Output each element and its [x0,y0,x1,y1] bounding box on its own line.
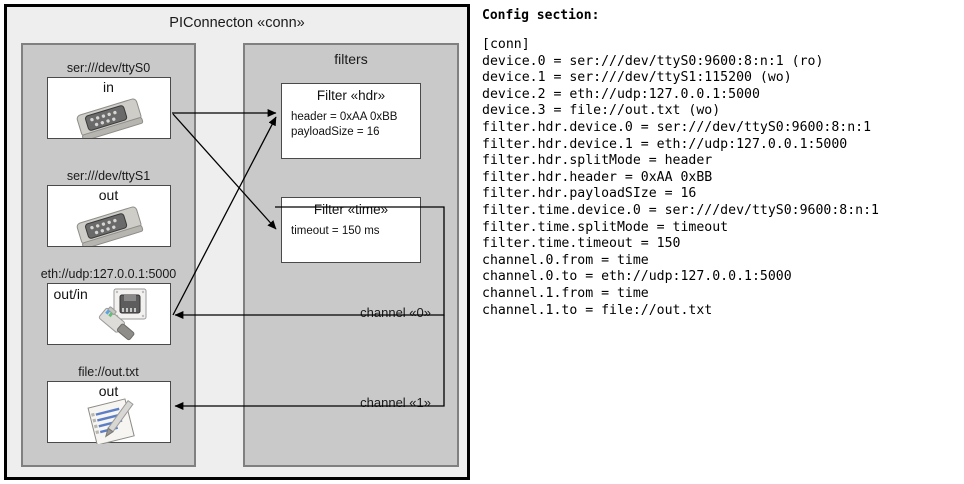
device-node-ttyS0[interactable]: in [46,77,171,139]
device-group-file: file://out.txt out [23,365,194,444]
filter-properties: header = 0xAA 0xBB payloadSize = 16 [291,110,397,140]
filters-panel: filters Filter «hdr» header = 0xAA 0xBB … [243,43,459,467]
device-node-file[interactable]: out [46,381,171,444]
device-node-eth[interactable]: out/in [46,283,171,345]
device-caption: file://out.txt [78,365,139,379]
device-caption: ser:///dev/ttyS0 [66,61,151,75]
filter-node-time[interactable]: Filter «time» timeout = 150 ms [281,197,421,263]
device-node-ttyS1[interactable]: out [46,185,171,247]
config-lines: [conn] device.0 = ser:///dev/ttyS0:9600:… [482,37,879,318]
devices-panel: ser:///dev/ttyS0 in [21,43,196,467]
diagram-outer-frame: PIConnecton «conn» ser:///dev/ttyS0 in [4,4,470,480]
device-caption: eth://udp:127.0.0.1:5000 [40,267,177,281]
device-group-ttyS1: ser:///dev/ttyS1 out [23,169,194,247]
device-group-ttyS0: ser:///dev/ttyS0 in [23,61,194,139]
ethernet-jack-icon [98,288,146,341]
device-direction-label: out [98,383,119,399]
document-pencil-icon [86,398,135,444]
filters-panel-title: filters [334,51,368,67]
config-section: Config section: [conn] device.0 = ser://… [482,8,960,319]
device-caption: ser:///dev/ttyS1 [66,169,151,183]
filter-node-hdr[interactable]: Filter «hdr» header = 0xAA 0xBB payloadS… [281,83,421,159]
filter-title: Filter «hdr» [316,88,386,103]
serial-port-icon [76,98,143,138]
channel-label-0: channel «0» [360,305,431,320]
device-direction-label: out [98,187,119,203]
device-direction-label: out/in [53,286,88,302]
config-heading: Config section: [482,8,600,23]
channel-label-1: channel «1» [360,395,431,410]
filter-property: header = 0xAA 0xBB [291,111,398,123]
filter-property: timeout = 150 ms [291,225,380,237]
diagram-title: PIConnecton «conn» [169,15,305,31]
filter-property: payloadSize = 16 [291,126,380,138]
device-direction-label: in [103,79,114,95]
device-group-eth: eth://udp:127.0.0.1:5000 out/in [23,267,194,345]
filter-title: Filter «time» [313,202,389,217]
serial-port-icon [76,206,143,246]
filter-properties: timeout = 150 ms [291,224,380,239]
